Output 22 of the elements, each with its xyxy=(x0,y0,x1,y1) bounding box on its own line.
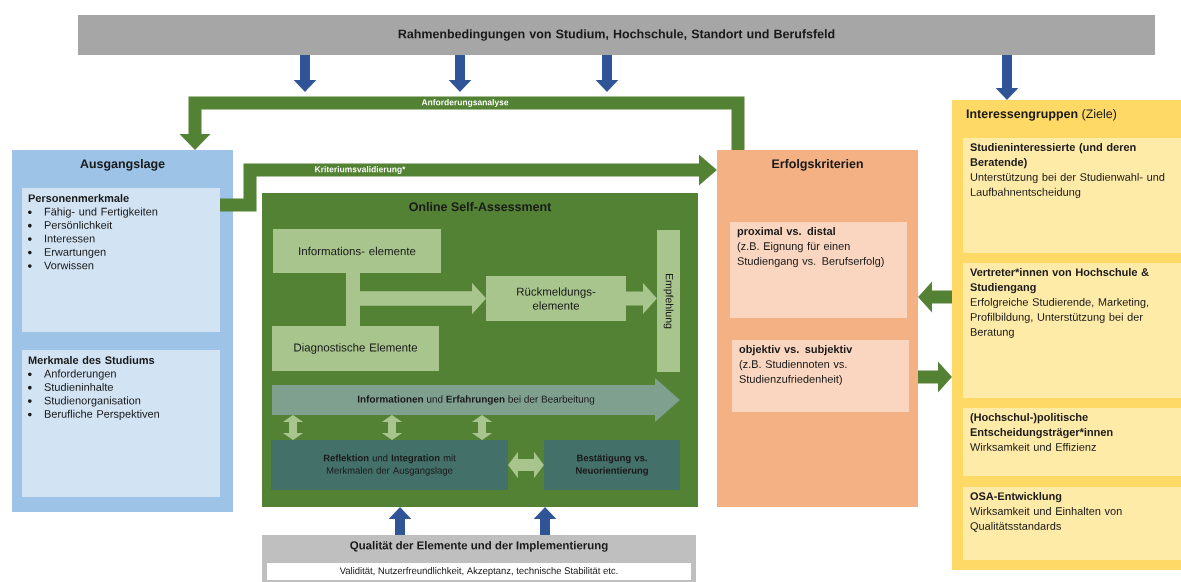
arrow xyxy=(282,415,304,440)
element-box: Diagnostische Elemente xyxy=(272,326,439,371)
element-box: Informations- elemente xyxy=(273,229,441,273)
text-box: objektiv vs. subjektiv (z.B. Studiennoten vs. Studienzufriedenheit) xyxy=(732,340,909,412)
arrow xyxy=(346,283,486,326)
text-box: Studieninteressierte (und deren Beratende) Unterstützung bei der Studienwahl- und Laufbahnentscheidung xyxy=(963,138,1181,253)
list-box: Merkmale des Studiums Anforderungen Studieninhalte Studienorganisation Berufliche Perspektiven xyxy=(22,350,220,497)
banner-box: Qualität der Elemente und der Implementierung Validität, Nutzerfreundlichkeit, Akzeptanz, technische Stabilität etc. xyxy=(262,535,696,582)
list-box: Personenmerkmale Fähig- und Fertigkeiten Persönlichkeit Interessen Erwartungen Vorwissen xyxy=(22,188,220,332)
arrow xyxy=(471,415,493,440)
element-box: Reflektion und Integration mit Merkmalen der Ausgangslage xyxy=(271,440,508,490)
arrow xyxy=(508,451,544,479)
edge-label: Anforderungsanalyse xyxy=(420,98,510,108)
edge-label: Kriteriumsvalidierung* xyxy=(313,165,407,175)
element-box: Rahmenbedingungen von Studium, Hochschule, Standort und Berufsfeld xyxy=(78,15,1155,55)
text-box: proximal vs. distal (z.B. Eignung für einen Studiengang vs. Berufserfolg) xyxy=(730,222,907,318)
text-box: Vertreter*innen von Hochschule & Studiengang Erfolgreiche Studierende, Marketing, Profilbildung, Unterstützung bei der Beratung xyxy=(963,263,1181,398)
text-box: (Hochschul-)politische Entscheidungsträger*innen Wirksamkeit und Effizienz xyxy=(963,408,1181,476)
text-box: OSA-Entwicklung Wirksamkeit und Einhalten von Qualitätsstandards xyxy=(963,487,1181,560)
element-box: Bestätigung vs. Neuorientierung xyxy=(544,440,680,490)
arrow-band: Informationen und Erfahrungen bei der Bearbeitung xyxy=(272,378,680,422)
arrow xyxy=(381,415,403,440)
